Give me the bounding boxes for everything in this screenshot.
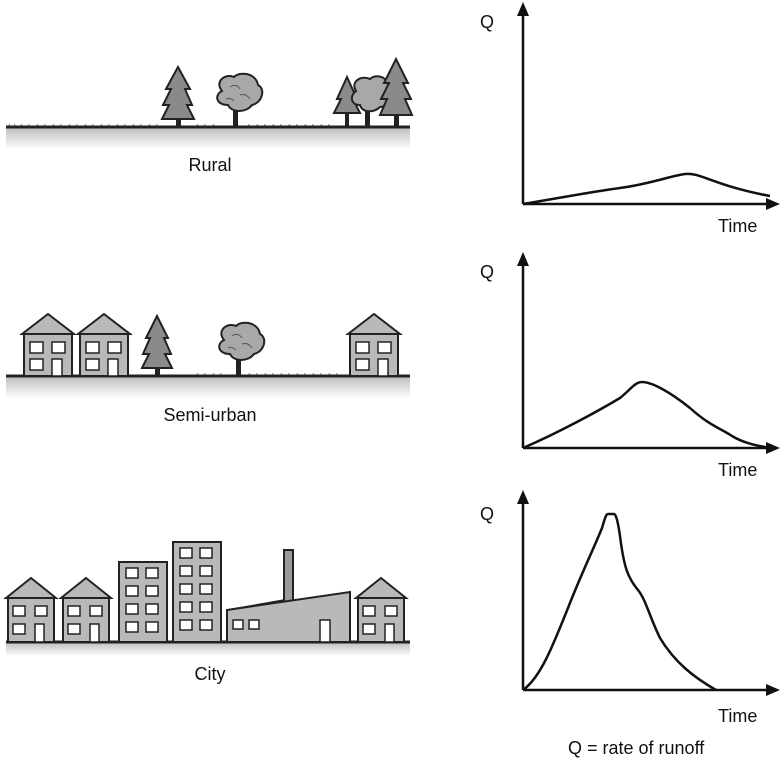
runoff-curve — [522, 512, 717, 692]
y-axis-label: Q — [480, 262, 495, 282]
x-axis-arrow-icon — [766, 198, 780, 210]
city-scene: City — [0, 540, 420, 684]
y-axis-label: Q — [480, 12, 495, 32]
y-axis-arrow-icon — [517, 252, 529, 266]
runoff-curve — [522, 172, 771, 206]
runoff-graph-city: Q Time — [470, 488, 781, 728]
x-axis-label: Time — [718, 706, 758, 726]
conifer-tree-icon — [140, 313, 174, 376]
runoff-curve — [522, 380, 771, 450]
rural-scene: Rural — [0, 55, 420, 175]
house-icon — [3, 576, 59, 643]
runoff-graph-semi-urban: Q Time — [470, 250, 781, 485]
x-axis-arrow-icon — [766, 442, 780, 454]
house-icon — [19, 312, 77, 377]
y-axis-arrow-icon — [517, 2, 529, 16]
scene-label-rural: Rural — [188, 155, 232, 175]
house-icon — [58, 576, 114, 643]
runoff-graph-rural: Q Time — [470, 0, 781, 250]
ground-semi-urban — [6, 376, 410, 398]
house-icon — [345, 312, 403, 377]
apartment-building-icon — [118, 561, 168, 643]
x-axis-label: Time — [718, 460, 758, 480]
y-axis-arrow-icon — [517, 490, 529, 504]
tree-cluster-icon — [332, 56, 414, 127]
x-axis-label: Time — [718, 216, 758, 236]
legend-runoff: Q = rate of runoff — [568, 738, 705, 758]
semi-urban-scene: Semi-urban — [0, 300, 420, 425]
graph-axes — [521, 10, 770, 206]
conifer-tree-icon — [160, 64, 196, 127]
ground-city — [6, 642, 410, 656]
graph-axes — [521, 498, 770, 692]
x-axis-arrow-icon — [766, 684, 780, 696]
graph-axes — [521, 260, 770, 450]
house-icon — [75, 312, 133, 377]
y-axis-label: Q — [480, 504, 495, 524]
house-icon — [353, 576, 409, 643]
deciduous-tree-icon — [216, 72, 264, 127]
scene-label-semi-urban: Semi-urban — [163, 405, 257, 425]
scene-label-city: City — [194, 664, 226, 684]
ground-rural — [6, 127, 410, 149]
apartment-building-icon — [172, 541, 222, 643]
factory-icon — [226, 549, 351, 643]
deciduous-tree-icon — [218, 321, 266, 376]
